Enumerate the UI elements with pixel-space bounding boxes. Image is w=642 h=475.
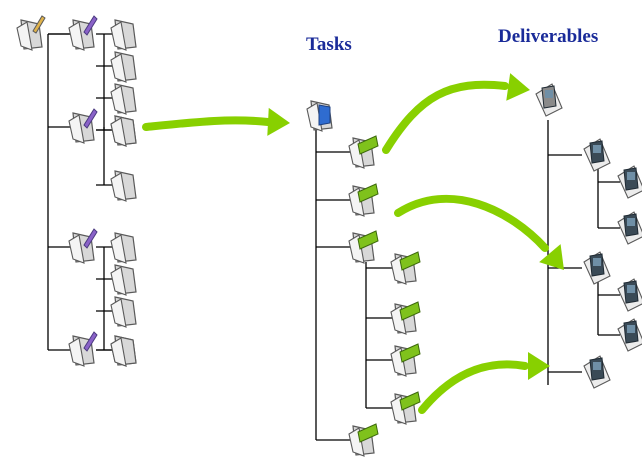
document-green-check-icon: [348, 183, 379, 217]
document-green-check-icon: [348, 423, 379, 457]
tasks-heading: Tasks: [306, 34, 352, 55]
deliverable-device-icon: [617, 165, 642, 199]
green-arrow-head: [528, 352, 550, 380]
deliverable-device-icon: [617, 211, 642, 245]
deliverable-device-icon: [583, 355, 611, 389]
blank-document-icon: [110, 296, 137, 328]
document-green-check-icon: [348, 230, 379, 264]
green-curved-arrow-shaft: [142, 116, 272, 131]
blank-document-icon: [110, 232, 137, 264]
green-curved-arrow-shaft: [418, 360, 529, 414]
tree-icons: [16, 15, 642, 457]
blank-document-icon: [110, 19, 137, 51]
green-curved-arrow-shaft: [382, 80, 509, 154]
blank-document-icon: [110, 51, 137, 83]
document-purple-pen-icon: [68, 228, 98, 264]
document-purple-pen-icon: [68, 108, 98, 144]
deliverables-heading: Deliverables: [498, 26, 599, 47]
green-arrow-head: [506, 73, 530, 101]
blank-document-icon: [110, 83, 137, 115]
document-green-check-icon: [390, 391, 421, 425]
deliverable-device-icon: [583, 138, 611, 172]
document-green-check-icon: [390, 251, 421, 285]
document-green-check-icon: [390, 301, 421, 335]
green-arrow-head: [539, 244, 564, 270]
mapping-arrows: [142, 73, 564, 414]
document-pencil-icon: [16, 15, 46, 51]
document-green-check-icon: [390, 343, 421, 377]
deliverable-device-grey-icon: [535, 83, 563, 117]
green-curved-arrow-shaft: [394, 194, 549, 252]
green-arrow-head: [267, 107, 290, 136]
blank-document-icon: [110, 264, 137, 296]
document-purple-pen-icon: [68, 15, 98, 51]
document-blue-icon: [306, 100, 333, 132]
blank-document-icon: [110, 335, 137, 367]
deliverable-device-icon: [617, 318, 642, 352]
document-purple-pen-icon: [68, 331, 98, 367]
deliverable-device-icon: [617, 278, 642, 312]
blank-document-icon: [110, 115, 137, 147]
blank-document-icon: [110, 170, 137, 202]
deliverable-device-icon: [583, 251, 611, 285]
document-green-check-icon: [348, 135, 379, 169]
